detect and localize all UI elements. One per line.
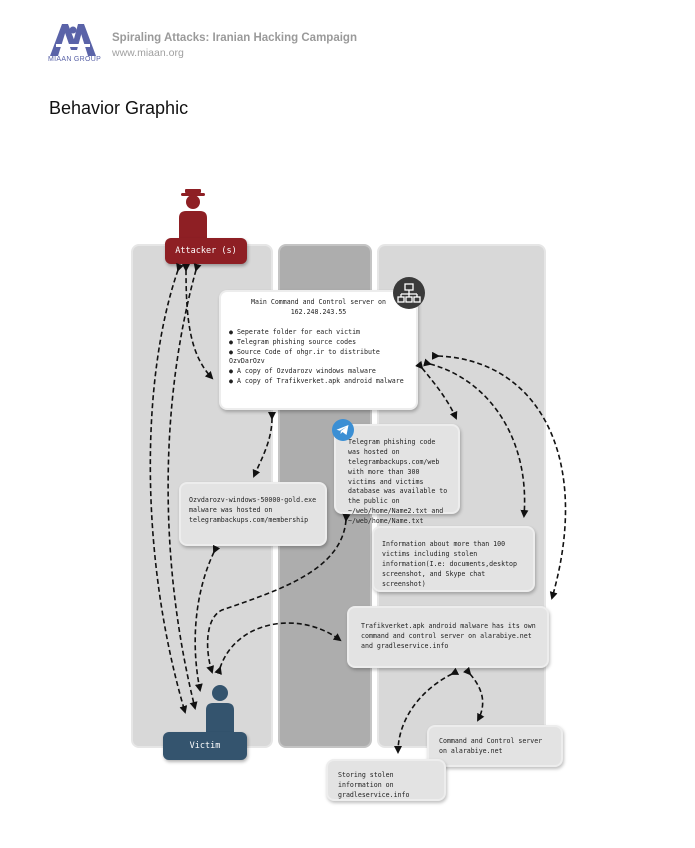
org-name: MIAAN GROUP — [48, 56, 102, 63]
arrow-victim-trafik — [214, 622, 342, 675]
attacker-person-icon — [176, 188, 210, 240]
main-cc-ip: 162.248.243.55 — [290, 307, 347, 316]
main-cc-item: ● Seperate folder for each victim — [229, 327, 361, 336]
arrow-trafik-storing — [394, 667, 460, 754]
main-cc-item: ● A copy of Trafikverket.apk android mal… — [229, 377, 404, 386]
arrow-attacker-server — [181, 263, 214, 380]
arrow-server-telegram — [415, 360, 458, 420]
miaan-logo — [48, 22, 98, 66]
arrow-server-trafik — [431, 351, 567, 600]
main-cc-server-box: Main Command and Control server on 162.2… — [219, 290, 418, 410]
arrow-ozv-victim — [194, 544, 221, 692]
arrow-attacker-victim-2 — [167, 263, 202, 710]
arrow-attacker-victim-1 — [149, 263, 188, 714]
arrow-server-ozv — [252, 411, 277, 478]
page-title: Behavior Graphic — [49, 98, 189, 118]
miaan-logo-mark — [50, 24, 96, 56]
telegram-icon — [331, 418, 355, 442]
arrow-telegram-victim — [206, 513, 351, 674]
telegram-phishing-box: Telegram phishing code was hosted on tel… — [334, 424, 460, 525]
victim-label: Victim — [163, 732, 247, 760]
org-url[interactable]: www.miaan.org — [112, 47, 184, 59]
arrow-server-info — [423, 358, 529, 518]
network-icon — [392, 276, 426, 310]
main-cc-item: ● Telegram phishing source codes — [229, 337, 357, 346]
gradleservice-storage-box: Storing stolen information on gradleserv… — [326, 759, 446, 801]
document-title: Spiraling Attacks: Iranian Hacking Campa… — [112, 32, 357, 44]
main-cc-item: ● Source Code of ohgr.ir to distribute O… — [229, 347, 380, 366]
main-cc-item: ● A copy of Ozvdarozv windows malware — [229, 367, 376, 376]
arrow-trafik-cc — [463, 666, 485, 722]
main-cc-title: Main Command and Control server on — [251, 298, 386, 306]
trafikverket-malware-box: Trafikverket.apk android malware has its… — [347, 606, 549, 668]
attacker-label: Attacker (s) — [165, 238, 247, 264]
